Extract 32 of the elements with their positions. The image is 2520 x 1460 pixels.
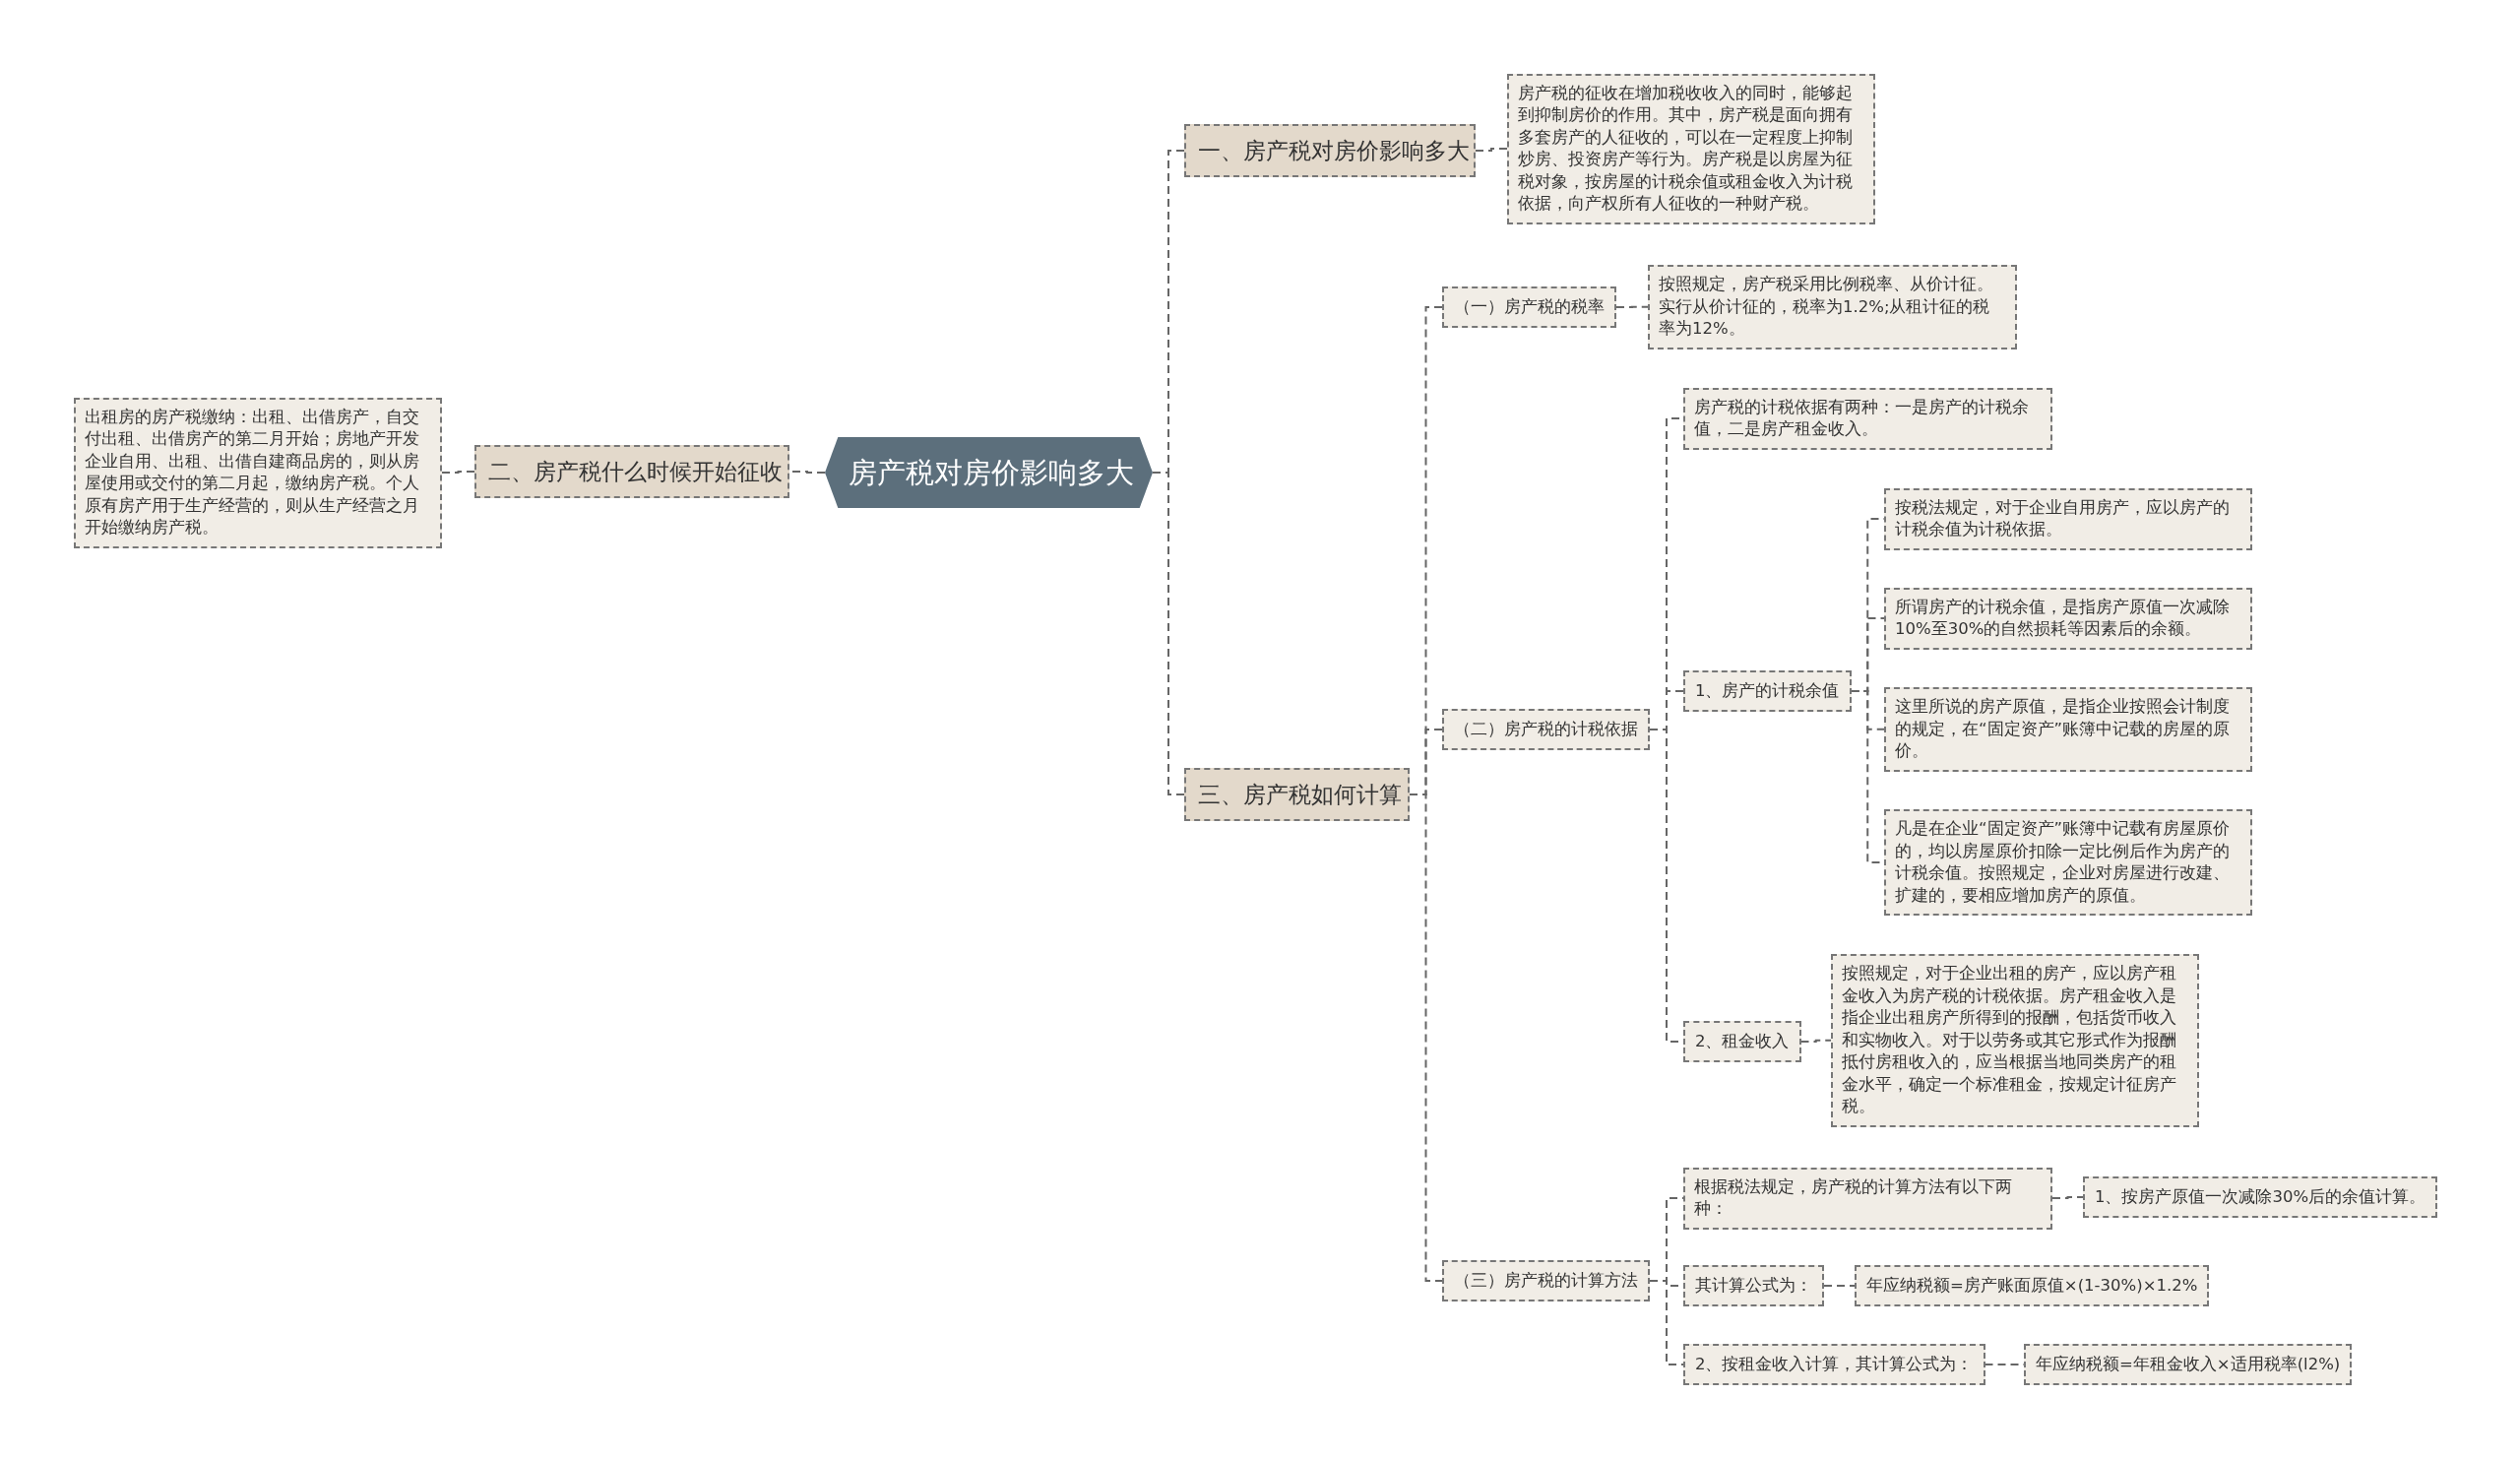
note-box: 这里所说的房产原值，是指企业按照会计制度的规定，在“固定资产”账簿中记载的房屋的原价。 xyxy=(1884,687,2252,772)
topic-box: 三、房产税如何计算 xyxy=(1184,768,1410,821)
connector xyxy=(1649,1280,1684,1365)
connector xyxy=(1152,472,1185,795)
connector xyxy=(1799,1039,1832,1043)
connector xyxy=(2051,1196,2084,1199)
note-box: 按照规定，对于企业出租的房产，应以房产租金收入为房产税的计税依据。房产租金收入是指企业出租房产所得到的报酬，包括货币收入和实物收入。对于以劳务或其它形式作为报酬抵付房租收入的，应当根据当地同类房产的租金水平，确定一个标准租金，按规定计征房产税。 xyxy=(1831,954,2199,1127)
note-box: 房产税的计税依据有两种：一是房产的计税余值，二是房产租金收入。 xyxy=(1683,387,2052,450)
subtopic-box: 1、按房产原值一次减除30%后的余值计算。 xyxy=(2083,1176,2438,1218)
note-box: 房产税的征收在增加税收收入的同时，能够起到抑制房价的作用。其中，房产税是面向拥有多套房产的人征收的，可以在一定程度上抑制炒房、投资房产等行为。房产税是以房屋为征税对象，按房屋的计税余值或租金收入为计税依据，向产权所有人征收的一种财产税。 xyxy=(1507,73,1875,224)
subtopic-box: （二）房产税的计税依据 xyxy=(1442,709,1650,750)
note-box: 按税法规定，对于企业自用房产，应以房产的计税余值为计税依据。 xyxy=(1884,487,2252,550)
subtopic-box: （三）房产税的计算方法 xyxy=(1442,1260,1650,1301)
connector xyxy=(441,471,475,474)
note-box: 出租房的房产税缴纳：出租、出借房产，自交付出租、出借房产的第二月开始；房地产开发企业自用、出租、出借自建商品房的，则从房屋使用或交付的第二月起，缴纳房产税。个人原有房产用于生产经营的，则从生产经营之月开始缴纳房产税。 xyxy=(74,397,442,548)
subtopic-box: 1、房产的计税余值 xyxy=(1683,670,1852,712)
note-box: 所谓房产的计税余值，是指房产原值一次减除10%至30%的自然损耗等因素后的余额。 xyxy=(1884,587,2252,650)
central-topic: 房产税对房价影响多大 xyxy=(825,437,1153,508)
topic-box: 一、房产税对房价影响多大 xyxy=(1184,124,1476,177)
subtopic-box: 2、租金收入 xyxy=(1683,1021,1801,1062)
connector xyxy=(1615,305,1649,308)
topic-box: 二、房产税什么时候开始征收 xyxy=(474,445,789,498)
subtopic-box: 其计算公式为： xyxy=(1683,1265,1824,1306)
note-box: 按照规定，房产税采用比例税率、从价计征。实行从价计征的，税率为1.2%;从租计征的税率为12%。 xyxy=(1648,265,2017,349)
subtopic-box: 年应纳税额=年租金收入×适用税率(l2%) xyxy=(2024,1344,2353,1385)
subtopic-box: 年应纳税额=房产账面原值×(1-30%)×1.2% xyxy=(1855,1265,2210,1306)
note-box: 凡是在企业“固定资产”账簿中记载有房屋原价的，均以房屋原价扣除一定比例后作为房产的计税余值。按照规定，企业对房屋进行改建、扩建的，要相应增加房产的原值。 xyxy=(1884,809,2252,916)
subtopic-box: （一）房产税的税率 xyxy=(1442,286,1616,328)
subtopic-box: 2、按租金收入计算，其计算公式为： xyxy=(1683,1344,1985,1385)
connector xyxy=(1475,148,1508,152)
note-box: 根据税法规定，房产税的计算方法有以下两种： xyxy=(1683,1167,2052,1230)
connector xyxy=(1823,1285,1856,1287)
